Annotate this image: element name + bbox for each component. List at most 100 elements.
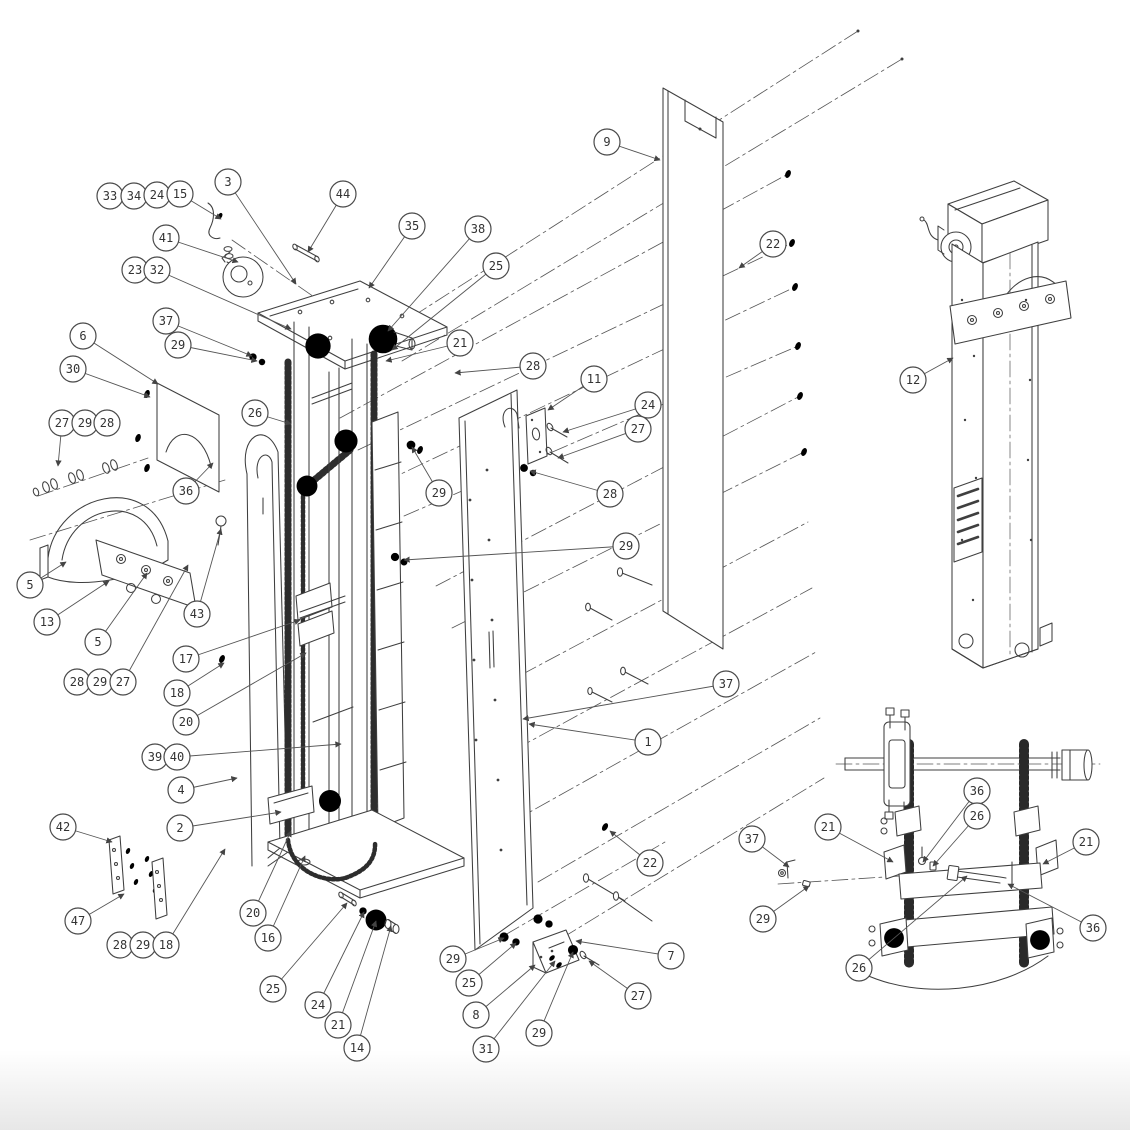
svg-text:23: 23 [128,263,142,277]
svg-text:36: 36 [970,784,984,798]
balloon-2: 2 [166,809,282,842]
svg-text:28: 28 [526,359,540,373]
svg-text:28: 28 [113,938,127,952]
svg-text:24: 24 [641,398,655,412]
svg-text:16: 16 [261,931,275,945]
loose-sprocket-parts [338,891,400,935]
balloon-28: 28 [454,352,547,380]
svg-text:24: 24 [311,998,325,1012]
svg-text:27: 27 [116,675,130,689]
svg-text:12: 12 [906,373,920,387]
svg-text:30: 30 [66,362,80,376]
svg-text:39: 39 [148,750,162,764]
svg-text:31: 31 [479,1042,493,1056]
svg-text:28: 28 [100,416,114,430]
svg-text:34: 34 [127,189,141,203]
balloon-23: 23 [121,256,149,284]
balloon-20: 20 [172,652,307,736]
balloon-37: 37 [152,307,253,357]
balloon-22: 22 [609,830,664,877]
balloon-22: 22 [738,230,787,269]
balloon-35: 35 [368,212,426,289]
balloon-36: 36 [172,462,214,505]
top-left-hardware [207,202,320,298]
balloon-27: 27 [109,564,189,696]
svg-text:25: 25 [266,982,280,996]
balloon-21: 21 [1042,828,1100,865]
balloon-28: 28 [106,931,134,959]
balloon-29: 29 [411,446,453,507]
svg-text:7: 7 [667,949,674,963]
balloon-28: 28 [529,469,624,508]
balloon-27: 27 [588,960,652,1010]
chain-shroud-5-13 [39,497,197,609]
balloon-18: 18 [152,848,226,959]
curved-guard-4 [244,434,289,867]
svg-text:9: 9 [603,135,610,149]
balloon-29: 29 [71,409,99,437]
balloon-29: 29 [129,931,157,959]
balloon-27: 27 [557,415,652,460]
svg-text:29: 29 [619,539,633,553]
balloon-37: 37 [738,825,790,868]
svg-text:43: 43 [190,607,204,621]
anchor-strips-42-47 [108,835,168,920]
balloon-27: 27 [48,409,76,467]
balloon-29: 29 [86,668,114,696]
balloon-32: 32 [143,256,292,330]
svg-text:26: 26 [852,961,866,975]
balloon-43: 43 [183,528,223,628]
cover-panel-36 [133,382,220,493]
svg-text:29: 29 [532,1026,546,1040]
balloon-25: 25 [259,902,348,1003]
svg-text:28: 28 [603,487,617,501]
svg-text:22: 22 [643,856,657,870]
rear-panel-9 [662,87,724,650]
svg-text:21: 21 [453,336,467,350]
balloon-24: 24 [143,181,171,209]
svg-text:35: 35 [405,219,419,233]
svg-text:29: 29 [78,416,92,430]
plate-11-hardware [502,407,569,477]
balloon-5: 5 [16,561,67,599]
balloon-25: 25 [391,252,510,351]
svg-text:3: 3 [224,175,231,189]
svg-text:1: 1 [644,735,651,749]
svg-text:2: 2 [176,821,183,835]
svg-text:22: 22 [766,237,780,251]
svg-text:40: 40 [170,750,184,764]
balloon-26: 26 [932,802,991,867]
balloon-47: 47 [64,893,125,935]
svg-text:47: 47 [71,914,85,928]
svg-text:44: 44 [336,187,350,201]
balloon-21: 21 [324,920,378,1039]
balloon-6: 6 [69,322,159,385]
balloon-15: 15 [166,180,222,220]
balloon-11: 11 [547,365,608,411]
svg-text:41: 41 [159,231,173,245]
balloon-37: 37 [522,670,740,722]
balloon-40: 40 [163,741,342,771]
balloon-8: 8 [462,964,536,1029]
svg-text:29: 29 [432,486,446,500]
svg-text:27: 27 [55,416,69,430]
svg-text:20: 20 [246,906,260,920]
svg-text:5: 5 [26,578,33,592]
svg-text:36: 36 [1086,921,1100,935]
svg-text:27: 27 [631,989,645,1003]
svg-text:25: 25 [489,259,503,273]
balloon-4: 4 [167,776,238,804]
balloon-30: 30 [59,355,151,399]
balloon-26: 26 [241,399,292,427]
balloon-20: 20 [239,830,292,927]
balloon-24: 24 [562,391,662,434]
svg-text:27: 27 [631,422,645,436]
balloon-21: 21 [385,329,474,363]
svg-text:37: 37 [745,832,759,846]
svg-text:29: 29 [171,338,185,352]
balloon-44: 44 [307,180,357,253]
svg-text:37: 37 [719,677,733,691]
bottom-axle-detail [777,707,1101,990]
